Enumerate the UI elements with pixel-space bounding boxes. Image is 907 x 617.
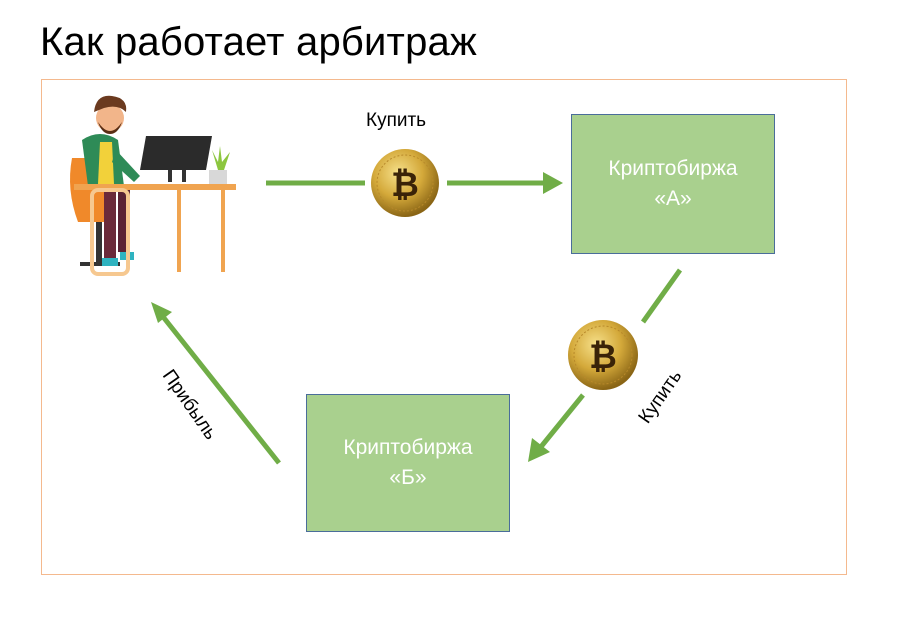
arrow-segment [538, 393, 585, 450]
desk-frame [90, 188, 130, 276]
desk-top [74, 184, 236, 190]
plant-leaves [212, 146, 230, 170]
arrow-segment [162, 316, 281, 465]
beard [98, 122, 122, 134]
exchange-b-letter: «Б» [389, 466, 427, 489]
chair-base [80, 262, 120, 266]
bitcoin-coin-icon: ₿ [568, 320, 638, 390]
monitor-stand [182, 170, 186, 182]
arrowhead [151, 302, 172, 323]
arrow-trader-to-exchange-a [266, 172, 563, 194]
desk-leg [177, 190, 181, 272]
edge-label-buy-1: Купить [366, 110, 427, 131]
shirt [98, 142, 114, 184]
arrowhead [528, 438, 550, 462]
svg-text:₿: ₿ [391, 165, 419, 205]
hair [94, 95, 127, 112]
leg [104, 190, 116, 260]
exchange-b-name: Криптобиржа [343, 435, 473, 459]
shoe [102, 258, 118, 266]
monitor [140, 136, 212, 170]
arrow-exchange-b-to-trader [151, 302, 281, 465]
edge-label-buy-2: Купить [635, 366, 687, 427]
chair-post [96, 222, 102, 262]
exchange-a-box: Криптобиржа «А» [571, 114, 775, 254]
desk-leg [221, 190, 225, 272]
arrowhead [543, 172, 563, 194]
face [96, 104, 124, 132]
bitcoin-coin-icon: ₿ [371, 149, 439, 217]
arrow-exchange-a-to-exchange-b [528, 268, 683, 462]
exchange-a-letter: «А» [654, 187, 692, 210]
arm [112, 150, 140, 182]
diagram-frame [41, 79, 847, 575]
plant-pot [209, 170, 227, 184]
trader-illustration [70, 95, 236, 276]
exchange-b-box: Криптобиржа «Б» [306, 394, 510, 532]
page-title: Как работает арбитраж [40, 20, 477, 64]
exchange-a-name: Криптобиржа [608, 156, 738, 180]
monitor-stand [168, 170, 172, 182]
arrow-segment [640, 268, 683, 324]
svg-text:₿: ₿ [589, 337, 617, 377]
